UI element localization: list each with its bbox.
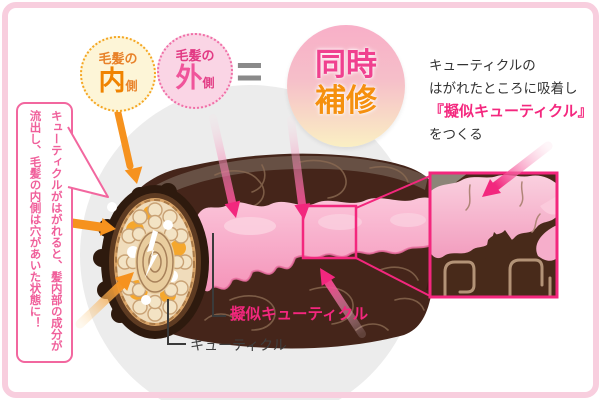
pink-arrow-adsorb-icon [320, 268, 366, 338]
badge-hair-inside: 毛髪の 内側 [80, 36, 156, 112]
connector-pseudo-cuticle [212, 233, 226, 317]
badge-simultaneous-repair: 同時 補修 [287, 25, 405, 147]
badge-result-line1: 同時 [315, 47, 377, 82]
right-caption-line2: はがれたところに吸着し [429, 81, 578, 96]
label-pseudo-cuticle: 擬似キューティクル [230, 306, 369, 323]
left-callout-text: キューティクルがはがれると、髪内部の成分が 流出し、毛髪の内側は穴があいた状態に… [23, 110, 66, 355]
magnifier-line-bottom [355, 257, 431, 297]
left-callout-bubble: キューティクルがはがれると、髪内部の成分が 流出し、毛髪の内側は穴があいた状態に… [16, 102, 73, 363]
badge-inner-big: 内 [98, 66, 126, 96]
badge-inner-prefix: 毛髪の [98, 51, 138, 66]
pink-arrow-outer1-icon [209, 114, 241, 218]
right-caption: キューティクルの はがれたところに吸着し 『擬似キューティクル』 をつくる [429, 54, 599, 146]
badge-outer-big: 外 [175, 63, 203, 93]
badge-outer-suffix: 側 [202, 76, 215, 90]
label-cuticle: キューティクル [190, 337, 287, 353]
magnifier-line-top [355, 175, 431, 209]
equals-sign: = [236, 45, 263, 97]
right-caption-line1: キューティクルの [429, 58, 536, 73]
pink-arrow-inset-icon [482, 141, 553, 197]
left-callout-line2: 流出し、毛髪の内側は穴があいた状態に！ [28, 110, 41, 329]
badge-result-line2: 補修 [315, 83, 377, 118]
right-caption-highlight: 『擬似キューティクル』 [429, 103, 593, 120]
orange-arrow-left-icon [67, 218, 116, 236]
orange-arrow-top-icon [114, 109, 143, 184]
left-callout-line1: キューティクルがはがれると、髪内部の成分が [49, 110, 62, 352]
badge-inner-suffix: 側 [125, 79, 138, 93]
orange-arrow-bottom-icon [75, 272, 134, 329]
badge-outer-prefix: 毛髪の [175, 48, 215, 63]
badge-hair-outside: 毛髪の 外側 [157, 33, 233, 109]
magnifier-selection-box [301, 204, 358, 260]
right-caption-line4: をつくる [429, 127, 483, 142]
connector-cuticle [167, 299, 186, 345]
pseudo-cuticle-layer [196, 197, 438, 292]
